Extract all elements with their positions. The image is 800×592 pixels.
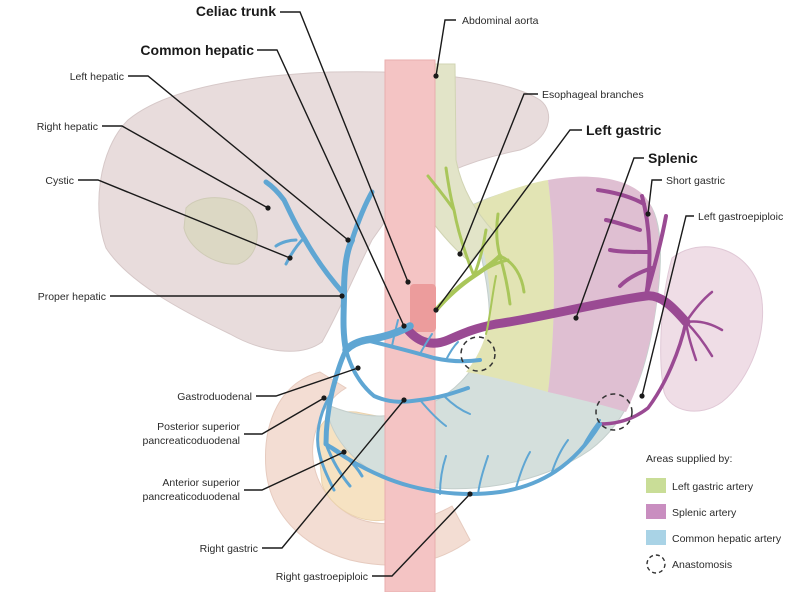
legend-title: Areas supplied by: [646,453,732,465]
label-gastroduodenal: Gastroduodenal [177,391,252,403]
short-gastric-branches [596,188,668,298]
posterior-superior-pancreaticoduodenal-artery [316,390,336,492]
right-hepatic-artery [263,179,347,297]
stomach-splenic-region [548,176,660,412]
label-abdominal-aorta: Abdominal aorta [462,15,539,27]
splenic-artery [403,291,691,348]
esophageal-branches [426,166,526,306]
label-cystic: Cystic [45,175,74,187]
gallbladder [183,197,258,265]
label-celiac-trunk: Celiac trunk [196,3,276,19]
celiac-origin [410,284,436,332]
right-gastroepiploic-artery [324,348,602,496]
label-short-gastric: Short gastric [666,175,725,187]
label-splenic: Splenic [648,150,698,166]
gastric-lesser-curve-branches [485,275,497,335]
label-proper-hepatic: Proper hepatic [38,291,106,303]
legend-swatch-common-hepatic [646,530,666,545]
label-anterior-superior-line2: pancreaticoduodenal [143,491,241,503]
left-gastroepiploic-artery [598,320,688,426]
label-posterior-superior-line1: Posterior superior [157,421,240,433]
gastroepiploic-branches [419,395,601,495]
label-right-gastroepiploic: Right gastroepiploic [276,571,368,583]
legend-swatch-left-gastric [646,478,666,493]
cystic-artery [274,236,306,266]
spleen [660,246,764,412]
duodenum [264,371,471,566]
label-left-gastroepiploic: Left gastroepiploic [698,211,783,223]
legend: Areas supplied by: Left gastric artery S… [646,453,782,574]
left-hepatic-artery [349,189,375,243]
anastomosis-circle-gastric [460,336,496,372]
label-left-hepatic: Left hepatic [70,71,124,83]
legend-label-splenic: Splenic artery [672,507,737,519]
legend-swatch-splenic [646,504,666,519]
leader-lines [78,11,694,577]
anastomosis-circle-gastroepiploic [595,393,633,431]
legend-anastomosis-icon [646,554,666,574]
label-posterior-superior-line2: pancreaticoduodenal [143,435,241,447]
label-right-hepatic: Right hepatic [37,121,98,133]
label-left-gastric: Left gastric [586,122,662,138]
right-gastric-branches [391,319,459,361]
label-common-hepatic: Common hepatic [140,42,254,58]
label-esophageal-branches: Esophageal branches [542,89,644,101]
legend-label-left-gastric: Left gastric artery [672,481,754,493]
legend-label-common-hepatic: Common hepatic artery [672,533,782,545]
splenic-hilar-branches [684,290,724,362]
legend-label-anastomosis: Anastomosis [672,559,732,571]
right-gastric-artery [364,338,482,364]
label-anterior-superior-line1: Anterior superior [162,477,240,489]
label-right-gastric: Right gastric [200,543,258,555]
